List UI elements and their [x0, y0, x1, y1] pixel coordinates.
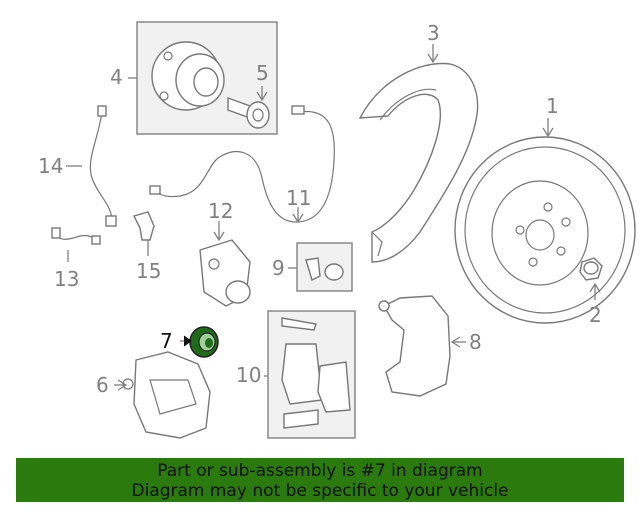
caliper-bracket-part-8[interactable]: [378, 295, 451, 397]
part-info-banner: Part or sub-assembly is #7 in diagram Di…: [16, 458, 624, 502]
callout-label-14: 14: [38, 154, 63, 178]
banner-line-disclaimer: Diagram may not be specific to your vehi…: [131, 481, 509, 501]
bracket-part-15[interactable]: [132, 211, 155, 241]
dust-shield-part-3[interactable]: [358, 62, 479, 263]
callout-label-3: 3: [427, 21, 440, 45]
brake-caliper-part-6[interactable]: [122, 351, 211, 439]
callout-leader-lines: [66, 44, 601, 391]
callout-label-13: 13: [54, 267, 79, 291]
callout-label-15: 15: [136, 259, 161, 283]
callout-label-5: 5: [256, 61, 269, 85]
sensor-part-13[interactable]: [51, 227, 101, 245]
callout-label-2: 2: [589, 303, 602, 327]
brake-rotor-part-1[interactable]: [454, 136, 636, 324]
callout-label-11: 11: [286, 186, 311, 210]
sensor-wire-part-11[interactable]: [149, 105, 335, 223]
callout-label-8: 8: [469, 330, 482, 354]
bolt-part-2[interactable]: [579, 257, 603, 281]
hub-bolt-part-5[interactable]: [227, 97, 270, 129]
callout-label-4: 4: [110, 65, 123, 89]
callout-label-7-highlighted: 7: [160, 329, 173, 353]
exploded-parts-diagram: 1 2 3 4 5 6 7 8 9 10 11 12 13 14 15: [38, 21, 636, 439]
callout-label-12: 12: [208, 199, 233, 223]
caliper-bolts-box-part-9[interactable]: [296, 242, 353, 292]
brake-pads-box-part-10[interactable]: [267, 310, 356, 439]
banner-line-part-number: Part or sub-assembly is #7 in diagram: [157, 461, 483, 481]
callout-label-10: 10: [236, 363, 261, 387]
actuator-motor-part-12[interactable]: [199, 239, 251, 307]
callout-label-1: 1: [546, 94, 559, 118]
callout-label-6: 6: [96, 373, 109, 397]
seal-ring-part-7-highlighted[interactable]: [189, 326, 219, 358]
sensor-harness-part-14[interactable]: [89, 105, 117, 227]
callout-label-9: 9: [272, 256, 285, 280]
